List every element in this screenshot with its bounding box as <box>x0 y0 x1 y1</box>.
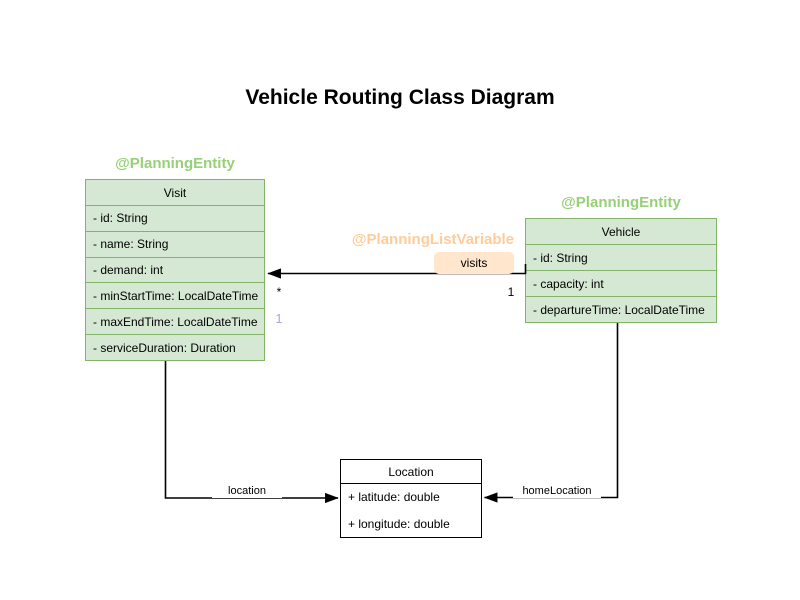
vehicle-planning-entity-annotation: @PlanningEntity <box>561 194 681 211</box>
class-attribute: - maxEndTime: LocalDateTime <box>86 308 264 334</box>
home-location-edge <box>483 323 619 503</box>
vehicle-class: Vehicle - id: String - capacity: int - d… <box>525 218 717 323</box>
class-attribute: - serviceDuration: Duration <box>86 334 264 360</box>
multiplicity-star: * <box>276 285 282 299</box>
class-attribute: - departureTime: LocalDateTime <box>526 296 716 322</box>
class-attribute: - minStartTime: LocalDateTime <box>86 282 264 308</box>
multiplicity-one: 1 <box>507 285 515 299</box>
location-edge-label: location <box>212 484 282 498</box>
class-attribute: - name: String <box>86 230 264 257</box>
class-attribute: - capacity: int <box>526 270 716 296</box>
class-attribute: + longitude: double <box>348 516 450 531</box>
location-edge <box>164 361 339 504</box>
class-header: Visit <box>163 185 187 200</box>
class-attribute: - demand: int <box>86 256 264 283</box>
shadow-index-label: 1 <box>275 311 283 326</box>
home-location-edge-label: homeLocation <box>513 484 601 498</box>
class-header: Vehicle <box>601 224 641 239</box>
visit-planning-entity-annotation: @PlanningEntity <box>115 155 235 172</box>
visits-edge-label: visits <box>434 252 514 274</box>
class-attribute: + latitude: double <box>348 490 440 505</box>
class-header: Location <box>341 460 481 484</box>
class-attribute: - id: String <box>526 244 716 270</box>
class-attribute: - id: String <box>86 205 264 231</box>
location-class: Location + latitude: double + longitude:… <box>340 459 482 538</box>
planning-list-variable-annotation: @PlanningListVariable <box>351 231 515 248</box>
diagram-title: Vehicle Routing Class Diagram <box>245 86 555 109</box>
visit-class: Visit - id: String - name: String - dema… <box>85 179 265 361</box>
